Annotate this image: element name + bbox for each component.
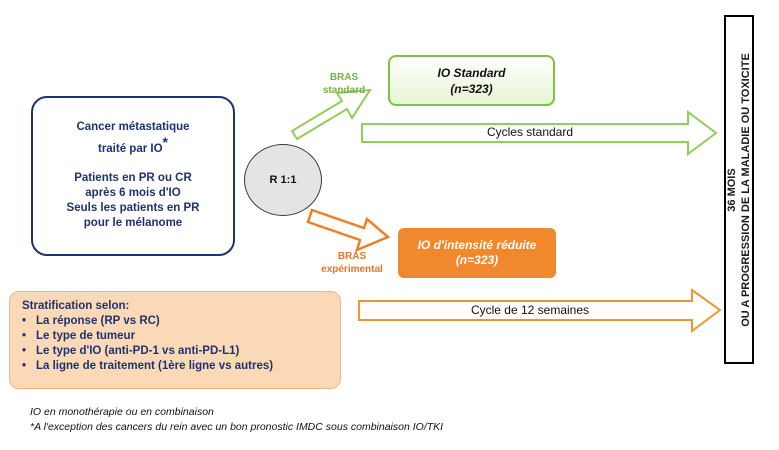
patient-line-4: après 6 mois d'IO	[85, 186, 181, 199]
orange-branch-arrow	[306, 208, 391, 253]
endpoint-line-1: 36 MOIS	[726, 168, 738, 212]
footnote-asterisk: *	[162, 134, 168, 150]
footnote-1: IO en monothérapie ou en combinaison	[30, 406, 214, 418]
stratification-item: Le type de tumeur	[22, 329, 340, 344]
stratification-item: La réponse (RP vs RC)	[22, 314, 340, 329]
patient-line-1: Cancer métastatique	[76, 121, 190, 133]
experimental-arm-box: IO d'intensité réduite (n=323)	[398, 228, 556, 278]
experimental-arm-tag: BRAS expérimental	[320, 250, 384, 276]
green-branch-arrow	[290, 88, 372, 141]
patient-line-5: Seuls les patients en PR	[66, 201, 200, 214]
stratification-box: Stratification selon: La réponse (RP vs …	[9, 291, 341, 389]
stratification-title: Stratification selon:	[22, 300, 130, 312]
patient-line-6: pour le mélanome	[83, 216, 183, 229]
standard-arm-tag-line1: BRAS	[329, 72, 359, 83]
patient-line-2: traité par IO*	[97, 134, 168, 155]
standard-arm-tag-line2: standard	[322, 85, 366, 96]
footnotes: IO en monothérapie ou en combinaison *A …	[30, 405, 443, 435]
experimental-arm-count: (n=323)	[455, 253, 499, 267]
green-main-arrow	[361, 110, 718, 156]
endpoint-box	[724, 15, 754, 364]
stratification-list: La réponse (RP vs RC) Le type de tumeur …	[22, 314, 340, 374]
orange-main-arrow	[358, 288, 722, 333]
stratification-item: La ligne de traitement (1ère ligne vs au…	[22, 359, 340, 374]
randomization-circle: R 1:1	[244, 144, 322, 216]
endpoint-line-2: OU A PROGRESSION DE LA MALADIE OU TOXICI…	[740, 53, 752, 327]
patient-line-3: Patients en PR ou CR	[74, 171, 192, 184]
standard-arm-tag: BRAS standard	[316, 71, 372, 97]
stratification-item: Le type d'IO (anti-PD-1 vs anti-PD-L1)	[22, 344, 340, 359]
experimental-arrow-label: Cycle de 12 semaines	[470, 303, 590, 317]
endpoint-label: 36 MOIS OU A PROGRESSION DE LA MALADIE O…	[725, 53, 753, 327]
standard-arm-count: (n=323)	[450, 82, 493, 96]
experimental-arm-tag-line2: expérimental	[321, 264, 383, 275]
experimental-arm-title: IO d'intensité réduite	[417, 238, 537, 252]
standard-arrow-label: Cycles standard	[486, 125, 574, 139]
standard-arm-title: IO Standard	[437, 66, 506, 80]
patient-population-box: Cancer métastatique traité par IO* Patie…	[31, 96, 235, 256]
standard-arm-box: IO Standard (n=323)	[388, 55, 555, 106]
experimental-arm-tag-line1: BRAS	[337, 251, 367, 262]
footnote-2: *A l'exception des cancers du rein avec …	[30, 421, 444, 433]
randomization-label: R 1:1	[269, 174, 297, 186]
